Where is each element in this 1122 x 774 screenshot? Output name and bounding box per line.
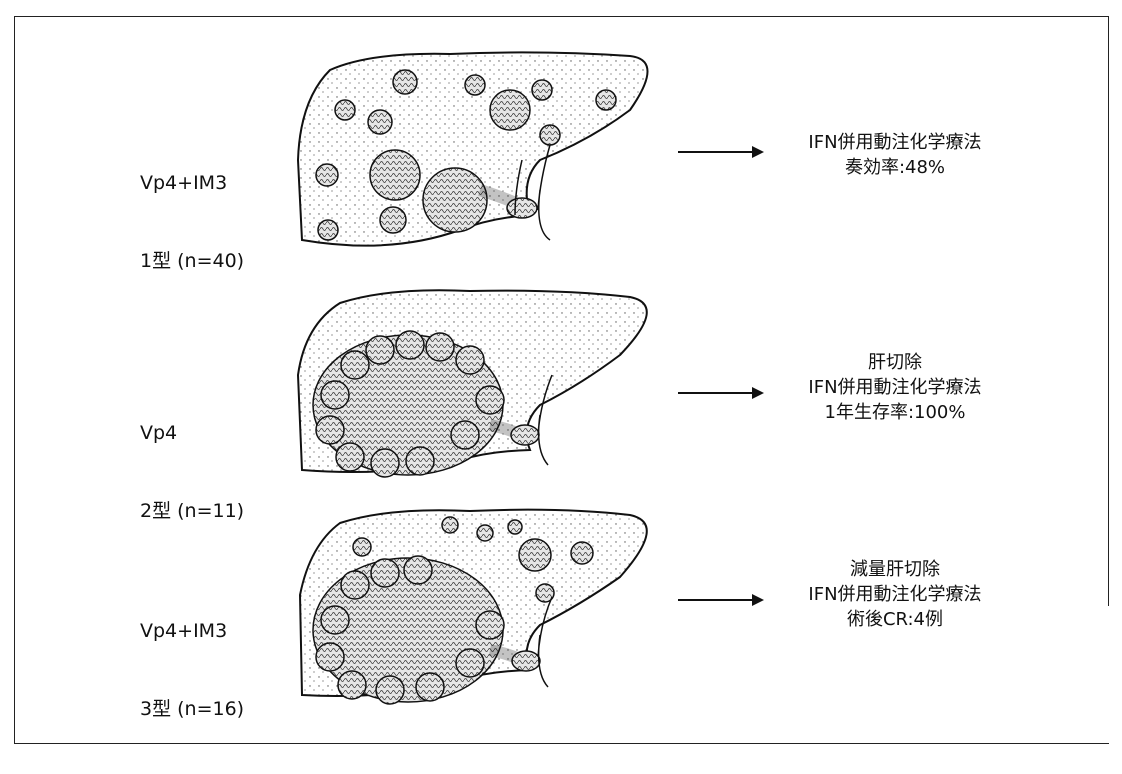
- row-label: Vp4+IM3 3型 (n=16): [140, 566, 244, 774]
- type-count-label: 3型 (n=16): [140, 696, 244, 722]
- outcome-line: 肝切除: [770, 350, 1020, 375]
- arrow-icon: [676, 144, 766, 160]
- liver-type3-icon: [290, 485, 680, 705]
- outcome-line: 1年生存率:100%: [770, 400, 1020, 425]
- outcome-line: 奏効率:48%: [770, 155, 1020, 180]
- type-count-label: 1型 (n=40): [140, 248, 244, 274]
- outcome-line: IFN併用動注化学療法: [770, 130, 1020, 155]
- outcome-line: 術後CR:4例: [770, 607, 1020, 632]
- liver-type1-icon: [290, 40, 680, 260]
- arrow-icon: [676, 385, 766, 401]
- condition-label: Vp4+IM3: [140, 618, 244, 644]
- figure-frame-right-edge: [1108, 16, 1109, 606]
- condition-label: Vp4: [140, 420, 244, 446]
- outcome-text: IFN併用動注化学療法 奏効率:48%: [770, 130, 1020, 180]
- outcome-text: 減量肝切除 IFN併用動注化学療法 術後CR:4例: [770, 557, 1020, 632]
- liver-type2-icon: [290, 265, 680, 485]
- row-label: Vp4+IM3 1型 (n=40): [140, 118, 244, 326]
- arrow-icon: [676, 592, 766, 608]
- outcome-line: IFN併用動注化学療法: [770, 375, 1020, 400]
- type-count-label: 2型 (n=11): [140, 498, 244, 524]
- outcome-text: 肝切除 IFN併用動注化学療法 1年生存率:100%: [770, 350, 1020, 425]
- row-label: Vp4 2型 (n=11): [140, 368, 244, 576]
- outcome-line: IFN併用動注化学療法: [770, 582, 1020, 607]
- condition-label: Vp4+IM3: [140, 170, 244, 196]
- outcome-line: 減量肝切除: [770, 557, 1020, 582]
